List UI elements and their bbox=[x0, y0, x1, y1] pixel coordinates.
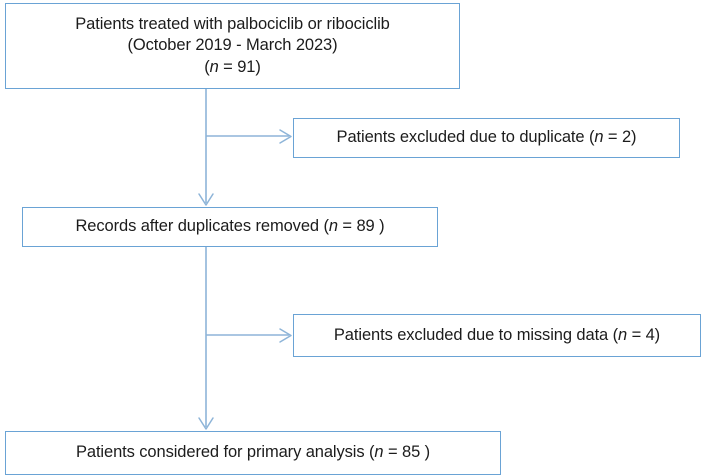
box-excluded-duplicate: Patients excluded due to duplicate (n = … bbox=[293, 118, 680, 158]
records-after-suffix: = 89 ) bbox=[337, 217, 385, 236]
n-symbol: n bbox=[328, 217, 338, 236]
n-symbol: n bbox=[209, 57, 219, 76]
arrowhead-down-to-records bbox=[198, 193, 214, 206]
final-prefix: Patients considered for primary analysis… bbox=[75, 443, 375, 462]
box-excluded-missing-data-text: Patients excluded due to missing data (n… bbox=[328, 325, 666, 346]
patients-treated-line3: (n = 91) bbox=[204, 57, 261, 76]
box-considered-primary-analysis-text: Patients considered for primary analysis… bbox=[70, 442, 436, 463]
box-excluded-duplicate-text: Patients excluded due to duplicate (n = … bbox=[331, 127, 643, 148]
n-symbol: n bbox=[594, 128, 604, 147]
excluded-duplicate-prefix: Patients excluded due to duplicate ( bbox=[336, 128, 595, 147]
arrowhead-right-to-duplicate bbox=[279, 129, 292, 144]
arrowhead-right-to-missing bbox=[279, 328, 292, 343]
excluded-missing-prefix: Patients excluded due to missing data ( bbox=[333, 325, 619, 344]
arrowhead-down-to-final bbox=[198, 417, 214, 430]
box-patients-treated: Patients treated with palbociclib or rib… bbox=[5, 3, 460, 89]
patients-treated-line2: (October 2019 - March 2023) bbox=[127, 36, 338, 55]
excluded-duplicate-suffix: = 2) bbox=[603, 128, 637, 147]
patients-treated-line1: Patients treated with palbociclib or rib… bbox=[75, 14, 390, 33]
n-symbol: n bbox=[374, 443, 384, 462]
records-after-prefix: Records after duplicates removed ( bbox=[75, 217, 329, 236]
box-excluded-missing-data: Patients excluded due to missing data (n… bbox=[293, 314, 701, 357]
box-records-after-duplicates-text: Records after duplicates removed (n = 89… bbox=[69, 216, 390, 237]
box-considered-primary-analysis: Patients considered for primary analysis… bbox=[5, 431, 501, 475]
n-symbol: n bbox=[618, 325, 628, 344]
box-patients-treated-text: Patients treated with palbociclib or rib… bbox=[69, 14, 395, 78]
excluded-missing-suffix: = 4) bbox=[627, 325, 661, 344]
box-records-after-duplicates: Records after duplicates removed (n = 89… bbox=[22, 207, 438, 247]
final-suffix: = 85 ) bbox=[383, 443, 431, 462]
